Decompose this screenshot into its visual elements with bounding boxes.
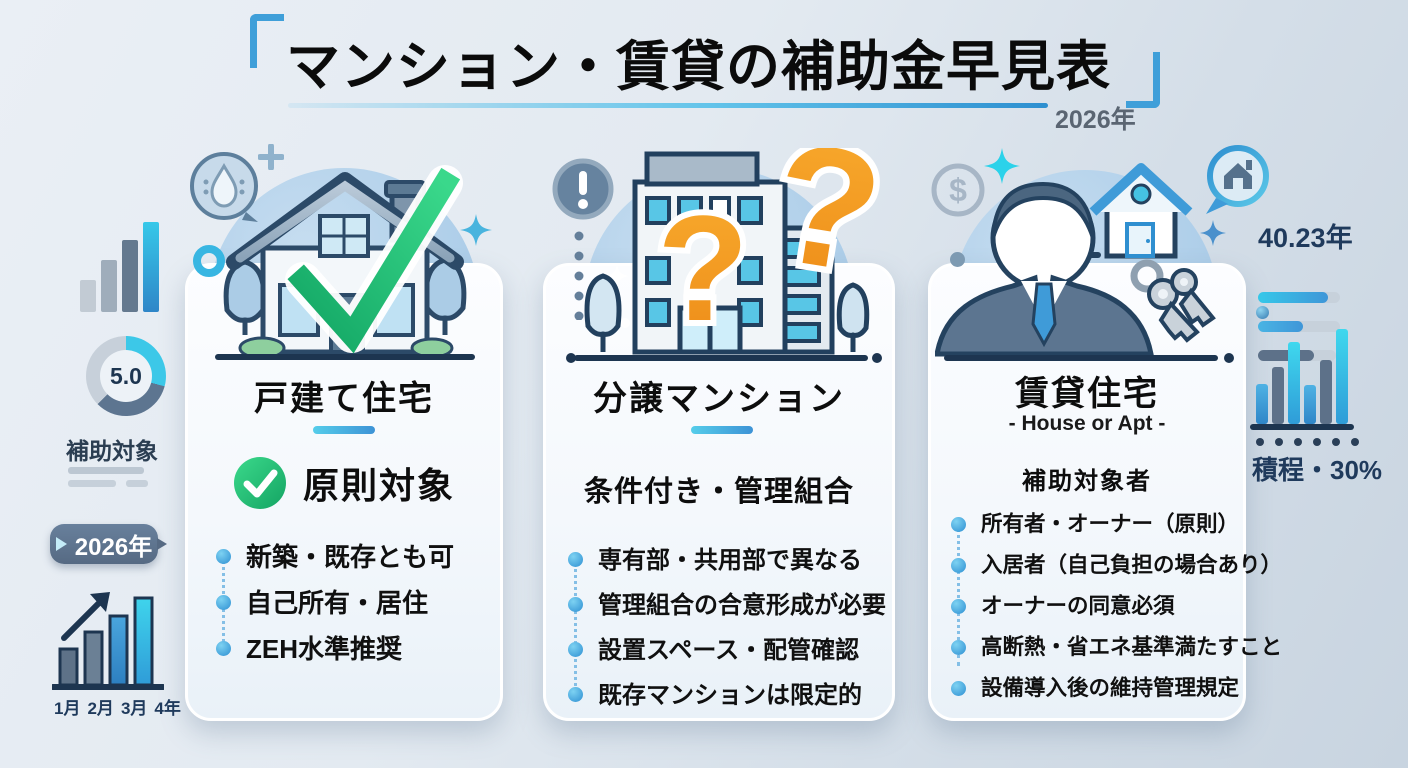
card3-bullet-list: 所有者・オーナー（原則） 入居者（自己負担の場合あり） オーナーの同意必須 高断…: [951, 504, 1282, 709]
bullet-dot-icon: [951, 517, 966, 532]
skeleton-line: [126, 480, 148, 487]
skeleton-line: [68, 480, 116, 487]
bullet-dot-icon: [568, 687, 583, 702]
bullet-dot-icon: [216, 595, 231, 610]
play-icon: [55, 537, 67, 551]
card2-title-underline: [691, 426, 753, 434]
mini-bar-chart: [80, 222, 159, 312]
ring-icon: [193, 245, 225, 277]
card2-status-row: 条件付き・管理組合: [546, 468, 892, 510]
sparkle-icon: [460, 214, 492, 246]
info-dot-icon: [1256, 306, 1269, 319]
dollar-icon: $: [931, 163, 985, 217]
bullet-dot-icon: [216, 641, 231, 656]
list-item: 新築・既存とも可: [216, 534, 454, 580]
progress-bar: [1258, 292, 1340, 303]
donut-value: 5.0: [110, 362, 142, 389]
list-item: 所有者・オーナー（原則）: [951, 504, 1282, 545]
condo-question-illustration: ? ?: [566, 148, 885, 363]
big-check-icon: [285, 165, 463, 354]
landlord-keys-illustration: [935, 163, 1234, 363]
list-item: ZEH水準推奨: [216, 626, 454, 672]
bullet-connector: [574, 558, 577, 698]
bullet-connector: [957, 522, 960, 666]
title-underline: [288, 103, 1048, 108]
bullet-dot-icon: [568, 642, 583, 657]
list-item: 自己所有・居住: [216, 580, 454, 626]
bullet-dot-icon: [568, 552, 583, 567]
sparkle-icon: [984, 148, 1020, 184]
progress-bar: [1258, 321, 1340, 332]
dotted-line: [574, 231, 584, 320]
card2-bullet-list: 専有部・共用部で異なる 管理組合の合意形成が必要 設置スペース・配管確認 既存マ…: [568, 538, 886, 718]
house-bubble-icon: [1206, 145, 1269, 214]
stat-footer-label: 積程・30%: [1252, 455, 1383, 485]
card3-title: 賃貸住宅: [1015, 375, 1159, 413]
list-item: 管理組合の合意形成が必要: [568, 583, 886, 628]
card1-title: 戸建て住宅: [254, 380, 434, 418]
bullet-dot-icon: [216, 549, 231, 564]
card1-bullet-list: 新築・既存とも可 自己所有・居住 ZEH水準推奨: [216, 534, 454, 672]
list-item: 既存マンションは限定的: [568, 673, 886, 718]
growth-chart-labels: 1月 2月 3月 4年: [54, 699, 181, 718]
small-house-icon: [1089, 163, 1193, 259]
list-item: 高断熱・省エネ基準満たすこと: [951, 627, 1282, 668]
list-item: オーナーの同意必須: [951, 586, 1282, 627]
dotted-row: [1256, 438, 1359, 446]
bullet-dot-icon: [951, 681, 966, 696]
exclamation-icon: [552, 158, 614, 220]
card1-status-row: 原則対象: [188, 456, 500, 510]
plus-icon: [258, 144, 284, 170]
bullet-dot-icon: [951, 599, 966, 614]
title-bracket-right: [1126, 52, 1160, 108]
year-badge: 2026年: [50, 524, 167, 564]
year-badge-label: 2026年: [74, 533, 153, 561]
svg-text:$: $: [949, 172, 967, 208]
growth-bar-chart: [52, 592, 164, 690]
bullet-dot-icon: [951, 640, 966, 655]
bullet-dot-icon: [951, 558, 966, 573]
keys-icon: [1130, 259, 1216, 343]
tree-icon: [584, 273, 870, 352]
arrow-up-icon: [61, 592, 110, 641]
title-year: 2026年: [1055, 106, 1136, 134]
list-item: 入居者（自己負担の場合あり）: [951, 545, 1282, 586]
question-mark-icon: ?: [657, 184, 749, 352]
right-bar-chart: [1250, 329, 1354, 430]
check-circle-icon: [233, 457, 286, 509]
house-check-illustration: [215, 165, 475, 360]
donut-chart: 5.0: [86, 336, 166, 416]
card3-status: 補助対象者: [1022, 468, 1152, 495]
person-icon: [935, 181, 1155, 357]
list-item: 設備導入後の維持管理規定: [951, 668, 1282, 709]
card2-status: 条件付き・管理組合: [583, 476, 854, 508]
skeleton-line: [68, 467, 144, 474]
list-item: 専有部・共用部で異なる: [568, 538, 886, 583]
card1-title-underline: [313, 426, 375, 434]
card3-subtitle: - House or Apt -: [1008, 412, 1166, 435]
water-drop-bubble-icon: [190, 152, 258, 222]
list-item: 設置スペース・配管確認: [568, 628, 886, 673]
title-bracket-left: [250, 14, 284, 68]
stat-value: 40.23年: [1258, 223, 1353, 253]
card1-status: 原則対象: [302, 465, 455, 506]
bullet-dot-icon: [568, 597, 583, 612]
question-mark-icon: ?: [761, 148, 885, 310]
card2-title: 分譲マンション: [593, 380, 845, 418]
sparkle-icon: [605, 264, 629, 288]
donut-label: 補助対象: [66, 438, 158, 464]
sparkle-icon: [1200, 220, 1226, 246]
page-title: マンション・賃貸の補助金早見表: [286, 37, 1111, 97]
dot-accent: [950, 252, 965, 267]
